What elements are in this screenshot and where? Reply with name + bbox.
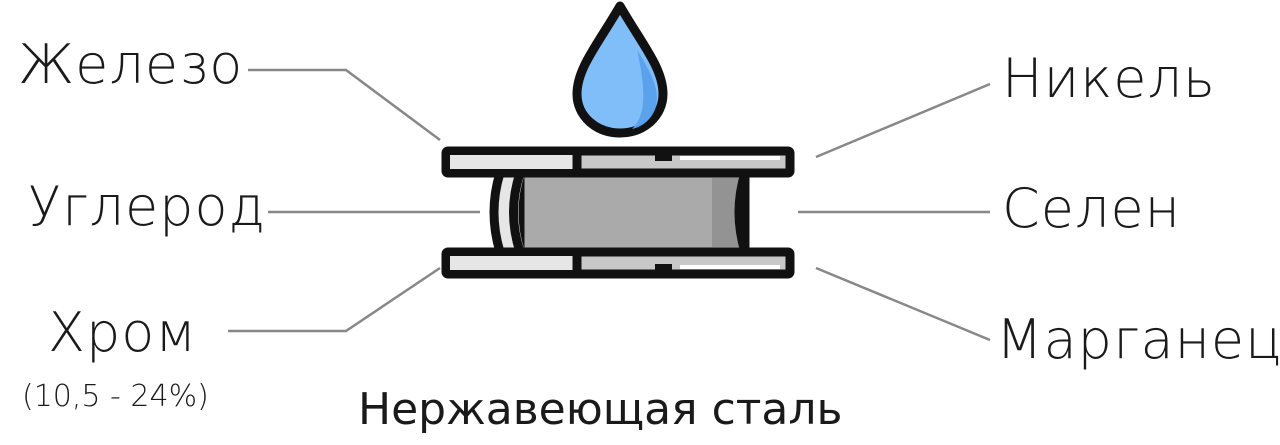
diagram-title: Нержавеющая сталь (358, 384, 843, 435)
label-manganese: Марганец (996, 308, 1280, 371)
label-carbon: Углерод (28, 175, 267, 238)
leader-line-iron (248, 68, 441, 142)
leader-line-manganese (815, 266, 991, 342)
water-drop-icon (572, 1, 668, 138)
label-chromium: Хром (48, 301, 198, 364)
leader-lines (228, 68, 991, 342)
label-chromium-percent: (10,5 - 24%) (22, 379, 209, 414)
label-nickel: Никель (1002, 47, 1216, 110)
label-selenium: Селен (1002, 177, 1181, 240)
leader-line-nickel (815, 82, 991, 159)
leader-line-chromium (228, 266, 441, 333)
label-iron: Железо (18, 33, 244, 96)
steel-beam-icon (441, 146, 795, 279)
